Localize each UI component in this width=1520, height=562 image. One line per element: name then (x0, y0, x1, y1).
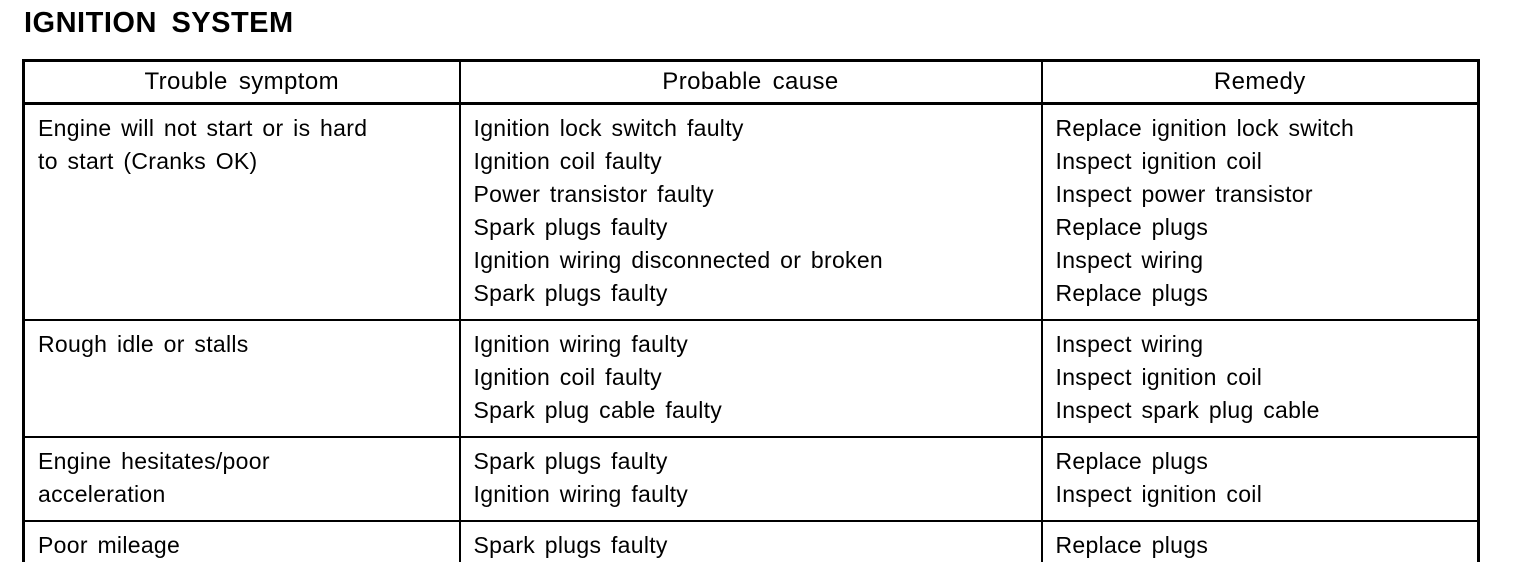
column-header-trouble-symptom: Trouble symptom (22, 59, 461, 105)
symptom-cell: Engine will not start or is hard to start… (22, 102, 461, 321)
text-line: Inspect wiring (1055, 247, 1204, 273)
text-line: Inspect wiring (1055, 331, 1204, 357)
text-line: Ignition wiring faulty (473, 331, 689, 357)
text-line: Poor mileage (38, 532, 181, 558)
table-row: Engine will not start or is hard to start… (22, 102, 1480, 321)
remedy-cell: Replace plugs (1040, 520, 1480, 562)
text-line: Inspect ignition coil (1055, 148, 1263, 174)
symptom-cell: Poor mileage (22, 520, 461, 562)
text-line: Replace plugs (1055, 214, 1209, 240)
symptom-cell: Engine hesitates/poor acceleration (22, 436, 461, 522)
page-title: IGNITION SYSTEM (24, 7, 294, 39)
text-line: Spark plugs faulty (473, 532, 668, 558)
text-line: Ignition coil faulty (473, 148, 662, 174)
text-line: Replace plugs (1055, 280, 1209, 306)
text-line: Ignition lock switch faulty (473, 115, 744, 141)
text-line: Spark plugs faulty (473, 280, 668, 306)
cause-cell: Spark plugs faulty (458, 520, 1043, 562)
troubleshooting-table: Trouble symptom Probable cause Remedy En… (22, 59, 1480, 562)
column-header-probable-cause: Probable cause (458, 59, 1043, 105)
text-line: to start (Cranks OK) (38, 148, 258, 174)
text-line: acceleration (38, 481, 166, 507)
symptom-cell: Rough idle or stalls (22, 319, 461, 438)
header-row: Trouble symptom Probable cause Remedy (22, 59, 1480, 105)
text-line: Inspect power transistor (1055, 181, 1313, 207)
text-line: Ignition wiring disconnected or broken (473, 247, 884, 273)
text-line: Power transistor faulty (473, 181, 714, 207)
text-line: Spark plugs faulty (473, 214, 668, 240)
table-header: Trouble symptom Probable cause Remedy (22, 59, 1480, 105)
text-line: Rough idle or stalls (38, 331, 249, 357)
text-line: Replace plugs (1055, 448, 1209, 474)
table-row: Rough idle or stalls Ignition wiring fau… (22, 319, 1480, 438)
text-line: Spark plugs faulty (473, 448, 668, 474)
text-line: Engine hesitates/poor (38, 448, 270, 474)
text-line: Inspect ignition coil (1055, 364, 1263, 390)
text-line: Replace ignition lock switch (1055, 115, 1355, 141)
table-row: Engine hesitates/poor acceleration Spark … (22, 436, 1480, 522)
text-line: Ignition wiring faulty (473, 481, 689, 507)
text-line: Inspect spark plug cable (1055, 397, 1320, 423)
table-body: Engine will not start or is hard to start… (22, 102, 1480, 562)
text-line: Engine will not start or is hard (38, 115, 368, 141)
table-row: Poor mileage Spark plugs faulty Replace … (22, 520, 1480, 562)
text-line: Inspect ignition coil (1055, 481, 1263, 507)
text-line: Spark plug cable faulty (473, 397, 723, 423)
text-line: Ignition coil faulty (473, 364, 662, 390)
column-header-remedy: Remedy (1040, 59, 1480, 105)
text-line: Replace plugs (1055, 532, 1209, 558)
